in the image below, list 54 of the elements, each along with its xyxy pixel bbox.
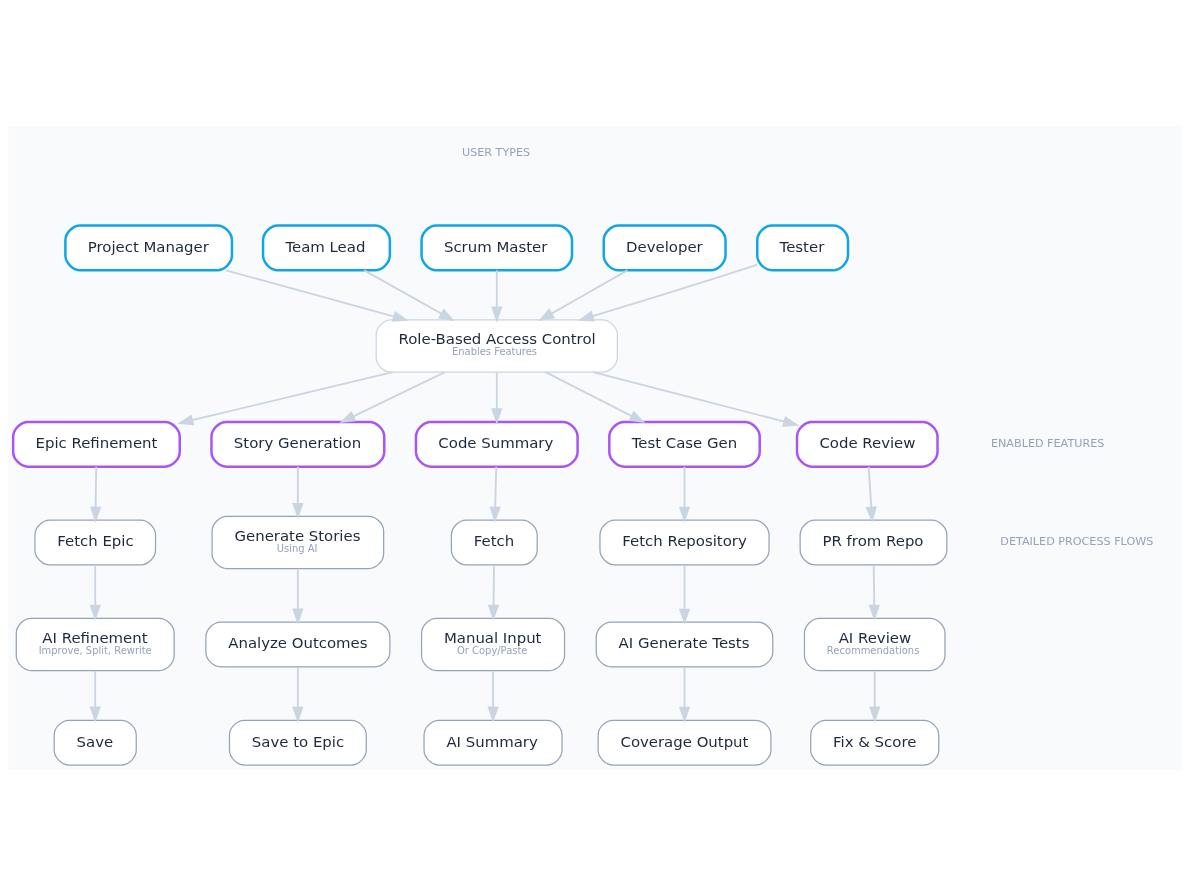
arrow (225, 269, 409, 322)
node-box: Fix & Score (810, 719, 940, 766)
node-box: Story Generation (210, 420, 386, 468)
label: USER TYPES (461, 146, 531, 160)
node-box: Save (53, 719, 137, 766)
node-box: AI Generate Tests (595, 621, 774, 668)
node-box: Epic Refinement (11, 420, 181, 468)
node-box: AI Review Recommendations (803, 617, 946, 672)
arrow (489, 465, 501, 523)
node-box: Fetch Repository (599, 519, 770, 566)
node-box: Fetch Epic (34, 519, 157, 566)
node-box: Code Summary (414, 420, 579, 468)
node-box: Test Case Gen (608, 420, 761, 468)
arrow (868, 564, 880, 621)
node-box: Code Review (795, 420, 939, 468)
node-box: Coverage Output (597, 719, 772, 766)
arrow (339, 371, 446, 424)
arrow (678, 564, 691, 625)
node-box: Role-Based Access Control Enables Features (375, 319, 618, 373)
arrow (292, 666, 304, 724)
arrow (577, 263, 759, 322)
arrow (491, 371, 503, 425)
node-box: PR from Repo (799, 519, 948, 566)
node-box: Scrum Master (420, 224, 574, 272)
arrow (865, 465, 877, 523)
arrow (89, 564, 101, 621)
arrow (292, 465, 304, 520)
node-box: Save to Epic (228, 719, 367, 766)
arrow (678, 666, 691, 724)
node-box: AI Refinement Improve, Split, Rewrite (15, 617, 175, 672)
node-box: AI Summary (423, 719, 563, 766)
arrow (177, 371, 394, 426)
node-box: Generate Stories Using AI (211, 515, 385, 570)
node-box: Project Manager (64, 224, 234, 272)
arrow (363, 269, 455, 322)
arrow (491, 269, 503, 323)
arrow (869, 669, 881, 723)
node-box: Analyze Outcomes (205, 621, 391, 668)
arrow (487, 669, 499, 723)
node-box: Team Lead (261, 224, 392, 272)
arrow (592, 371, 800, 427)
arrow (292, 567, 304, 625)
arrow (90, 465, 102, 523)
arrow (678, 465, 691, 523)
node-box: Tester (756, 224, 850, 272)
node-box: Manual Input Or Copy/Paste (420, 617, 566, 672)
label: DETAILED PROCESS FLOWS (1000, 535, 1154, 549)
node-box: Fetch (450, 519, 538, 566)
arrow (487, 564, 500, 621)
arrow (538, 269, 629, 322)
arrow (89, 669, 101, 723)
label: ENABLED FEATURES (990, 437, 1105, 451)
node-box: Developer (602, 224, 727, 272)
arrow (544, 371, 646, 424)
